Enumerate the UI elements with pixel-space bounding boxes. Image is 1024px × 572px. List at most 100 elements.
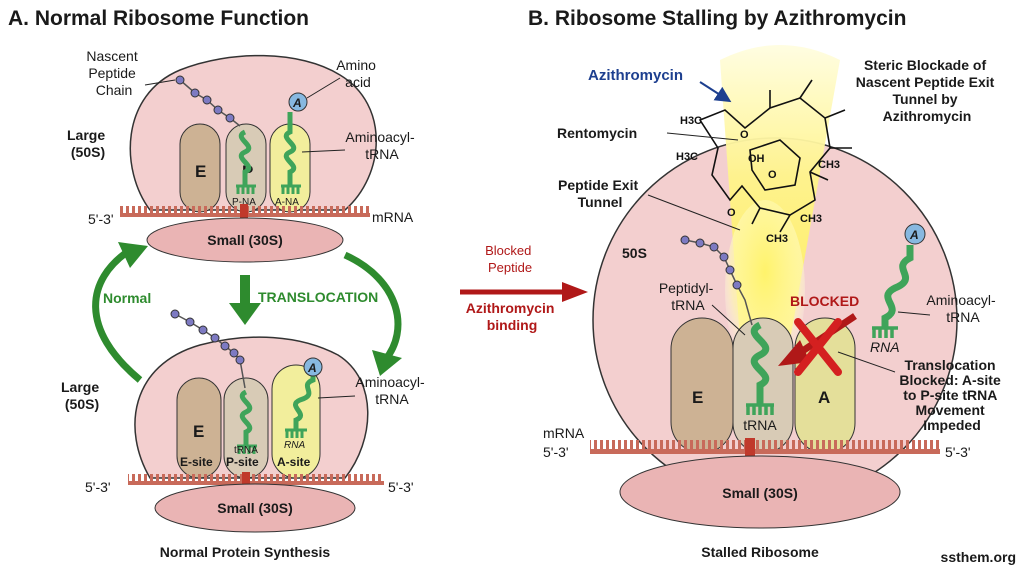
peptidyl-trna-label: Peptidyl- tRNA: [659, 280, 717, 313]
five-three-label-bottom-right: 5'-3': [388, 479, 414, 495]
aminoacyl-pointer-top: [301, 149, 346, 153]
trna-p-top: [238, 129, 252, 186]
trna-a-anticodon-top: [281, 184, 301, 194]
azithromycin-binding-label: Azithromycin binding: [466, 300, 559, 333]
panel-b-title: B. Ribosome Stalling by Azithromycin: [528, 7, 906, 30]
trna-a-top: [283, 112, 297, 186]
site-a-label-b: A: [818, 388, 830, 407]
block-x-icon: [794, 318, 842, 376]
chem-o-1: O: [740, 129, 749, 141]
aminoacyl-pointer-bottom: [317, 395, 356, 399]
five-three-left-b: 5'-3': [543, 444, 569, 460]
stalled-ribosome: H3C H3C O OH O O CH3 CH3 CH3 E A tRNA A …: [590, 45, 958, 529]
rna-a-bottom-label: RNA: [284, 440, 305, 451]
peptide-pointer: [144, 79, 176, 86]
block-arrowhead: [778, 340, 810, 366]
amino-acid-letter-b: A: [909, 228, 919, 242]
chem-o-2: O: [768, 169, 777, 181]
mrna-label-top: mRNA: [372, 209, 414, 225]
e-site-label: E-site: [180, 455, 213, 469]
mrna-backbone-bottom: [128, 481, 384, 485]
blocked-label: BLOCKED: [790, 293, 859, 309]
large-subunit-label-bottom: Large (50S): [61, 379, 103, 412]
five-three-label-top: 5'-3': [88, 211, 114, 227]
e-site-b: [670, 317, 734, 454]
trna-p-anticodon-top: [236, 184, 256, 194]
nascent-peptide-bottom: [170, 309, 246, 389]
azithromycin-pointer: [699, 81, 732, 103]
trna-p-bottom-label: tRNA: [234, 445, 258, 456]
aminoacyl-trna-label-b: Aminoacyl- tRNA: [926, 292, 999, 325]
nascent-peptide-top: [175, 75, 241, 127]
chem-o-3: O: [727, 207, 736, 219]
peptidyl-trna: [750, 321, 770, 405]
translocation-arrowhead: [229, 303, 261, 325]
amino-acid-circle-b: [904, 223, 926, 245]
chem-h3c-2: H3C: [676, 151, 698, 163]
aminoacyl-pointer-b: [897, 311, 931, 316]
panel-a-title: A. Normal Ribosome Function: [8, 7, 309, 30]
small-subunit-b: [619, 455, 901, 529]
azithromycin-label: Azithromycin: [588, 67, 683, 84]
chem-oh: OH: [748, 153, 765, 165]
mrna-marker-top: [240, 204, 248, 218]
loop-arrowhead: [372, 350, 402, 376]
chem-ch3-1: CH3: [800, 213, 822, 225]
normal-label: Normal: [103, 290, 151, 306]
chem-ch3-3: CH3: [818, 159, 840, 171]
label-50s: 50S: [622, 245, 647, 261]
aminoacyl-trna-label-top: Aminoacyl- tRNA: [345, 129, 418, 162]
small-subunit-bottom: [154, 483, 356, 533]
mrna-bottom: [128, 474, 384, 484]
amino-acid-pointer: [306, 77, 341, 99]
translocation-pointer: [837, 351, 896, 373]
peptide-exit-pointer: [647, 194, 741, 231]
p-na-label: P-NA: [232, 197, 256, 208]
small-subunit-label-top: Small (30S): [207, 232, 282, 248]
top-ribosome: E P P-NA A-NA A Small (30S): [120, 54, 377, 263]
trna-a-bottom-anticodon: [285, 428, 307, 438]
mrna-marker-b: [745, 438, 755, 456]
site-e-label-b: E: [692, 388, 703, 407]
amino-acid-letter: A: [292, 96, 302, 110]
blocked-peptide-label: Blocked Peptide: [485, 243, 535, 275]
amino-acid-circle: [288, 92, 308, 112]
panel-b-caption: Stalled Ribosome: [701, 544, 819, 560]
steric-blockade-label: Steric Blockade of Nascent Peptide Exit …: [856, 57, 998, 124]
mrna-backbone-b: [590, 449, 940, 454]
trna-p-bottom-anticodon: [237, 444, 257, 454]
rentomycin-pointer: [666, 132, 739, 141]
watermark: ssthem.org: [941, 549, 1016, 565]
normal-arrow: [92, 247, 143, 383]
aminoacyl-trna-label-bottom: Aminoacyl- tRNA: [355, 374, 428, 407]
site-e-label-top: E: [195, 162, 206, 181]
blocked-peptide-chain: [680, 235, 753, 326]
small-subunit-label-bottom: Small (30S): [217, 500, 292, 516]
mrna-marker-bottom: [242, 472, 250, 486]
five-three-right-b: 5'-3': [945, 444, 971, 460]
small-subunit-label-b: Small (30S): [722, 485, 797, 501]
loop-arrow: [343, 251, 402, 363]
translocation-blocked-label: Translocation Blocked: A-site to P-site …: [899, 357, 1004, 433]
p-site-label: P-site: [226, 455, 259, 469]
chem-ch3-2: CH3: [766, 233, 788, 245]
small-subunit-top: [146, 217, 344, 263]
amino-acid-letter-bottom: A: [307, 361, 317, 375]
five-three-label-bottom-left: 5'-3': [85, 479, 111, 495]
azithromycin-binding-arrowhead: [562, 282, 588, 302]
azithromycin-molecule: [698, 79, 852, 233]
a-site-label: A-site: [277, 455, 311, 469]
a-na-label: A-NA: [275, 197, 299, 208]
large-subunit-label-top: Large (50S): [67, 127, 109, 160]
rentomycin-label: Rentomycin: [557, 125, 637, 141]
amino-acid-circle-bottom: [303, 357, 323, 377]
nascent-peptide-label: Nascent Peptide Chain: [86, 48, 141, 98]
amino-acid-label: Amino acid: [336, 57, 380, 90]
translocation-label: TRANSLOCATION: [258, 289, 378, 305]
trna-label-b: tRNA: [743, 417, 777, 433]
peptide-exit-label: Peptide Exit Tunnel: [558, 177, 642, 210]
site-e-label-bottom: E: [193, 422, 204, 441]
bottom-ribosome: E tRNA RNA A E-site P-site A-site Small …: [128, 309, 384, 533]
trna-a-bottom: [292, 370, 316, 430]
